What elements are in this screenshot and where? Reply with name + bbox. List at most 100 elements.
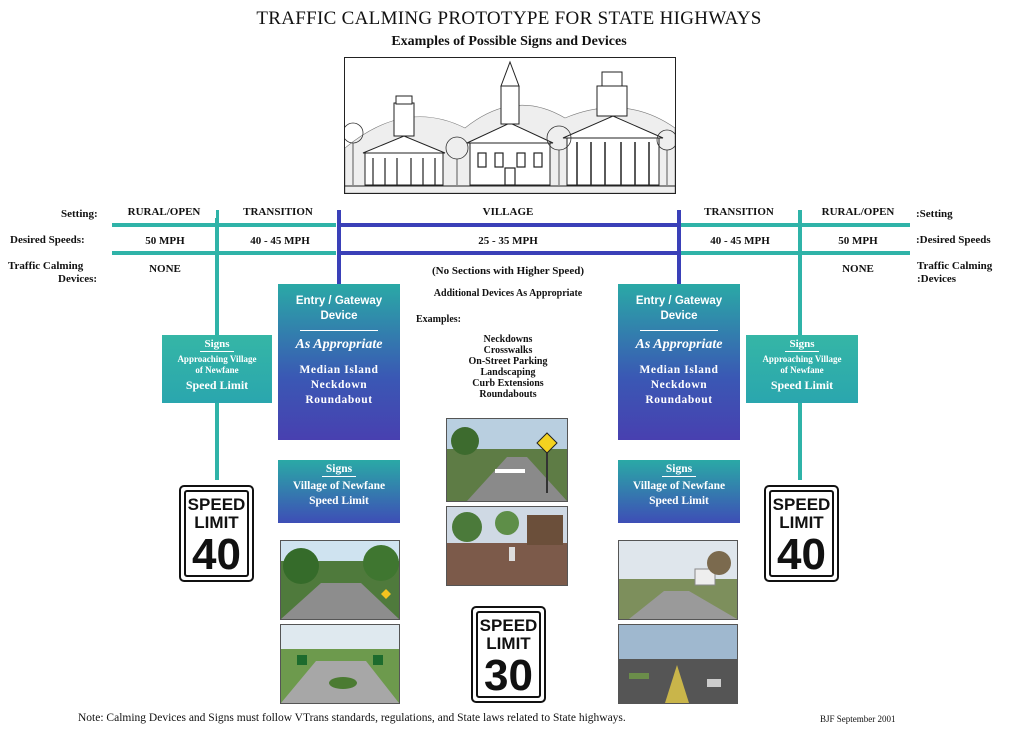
gateway-title-1: Entry / Gateway [635,295,723,307]
zone-rural-left-setting: RURAL/OPEN [112,206,216,218]
approach-signs-title: Signs [204,338,230,350]
row-label-calming-right-2: :Devices [917,273,957,285]
setting-line-right [681,223,910,227]
speed-sign-word-1: SPEED [772,495,831,514]
approach-signs-box-right: Signs Approaching Village of Newfane Spe… [746,335,858,403]
gateway-as-appropriate: As Appropriate [295,337,383,352]
speed-line-left [112,251,336,255]
approach-signs-line-1: Approaching Village [177,354,257,364]
row-label-speeds-left: Desired Speeds: [10,234,85,246]
speed-sign-word-1: SPEED [479,616,538,635]
row-label-calming-left-1: Traffic Calming [8,260,84,272]
boundary-line-left-inner [337,210,341,285]
list-item: Curb Extensions [472,378,544,389]
list-item: Crosswalks [483,345,533,356]
divider [200,351,234,352]
photo-gateway-road [280,540,400,620]
divider [662,476,696,477]
village-signs-title: Signs [665,463,693,475]
zone-transition-right-setting: TRANSITION [684,206,794,218]
village-additional-devices: Additional Devices As Appropriate [433,288,583,299]
gateway-device-3: Roundabout [305,394,373,406]
gateway-box-left: Entry / Gateway Device As Appropriate Me… [278,284,400,440]
list-item: Landscaping [480,367,536,378]
footer-note: Note: Calming Devices and Signs must fol… [78,712,626,724]
photo-village-street [446,506,568,586]
setting-line-village [340,223,677,227]
zone-transition-left-speed: 40 - 45 MPH [232,235,328,247]
zone-rural-left-devices: NONE [149,263,181,275]
boundary-line-right-inner [677,210,681,285]
approach-signs-title: Signs [789,338,815,350]
list-item: Roundabouts [479,389,537,400]
speed-limit-sign-left: SPEED LIMIT 40 [179,485,254,582]
photo-roundabout [618,624,738,704]
village-examples-list: Neckdowns Crosswalks On-Street Parking L… [440,334,576,400]
list-item: Neckdowns [483,334,533,345]
gateway-device-1: Median Island [299,364,379,376]
speed-sign-value: 30 [484,651,533,700]
photo-median-island [280,624,400,704]
speed-sign-word-2: LIMIT [486,634,531,653]
zone-transition-left-setting: TRANSITION [222,206,334,218]
village-no-higher-speed: (No Sections with Higher Speed) [432,265,584,277]
village-signs-box-left: Signs Village of Newfane Speed Limit [278,460,400,523]
village-sketch [345,60,675,193]
approach-signs-line-2: of Newfane [195,365,239,375]
gateway-as-appropriate: As Appropriate [635,337,723,352]
row-label-calming-right-1: Traffic Calming [917,260,993,272]
divider [640,330,718,331]
divider [785,351,819,352]
gateway-title-2: Device [320,310,358,322]
zone-rural-right-devices: NONE [842,263,874,275]
village-illustration [344,57,676,194]
zone-transition-right-speed: 40 - 45 MPH [692,235,788,247]
speed-sign-word-2: LIMIT [194,513,239,532]
list-item: On-Street Parking [468,356,548,367]
village-signs-line-2: Speed Limit [649,495,709,507]
village-signs-box-right: Signs Village of Newfane Speed Limit [618,460,740,523]
approach-signs-line-1: Approaching Village [762,354,842,364]
zone-rural-left-speed: 50 MPH [120,235,210,247]
photo-crosswalk-sign [446,418,568,502]
page-title: TRAFFIC CALMING PROTOTYPE FOR STATE HIGH… [256,8,762,29]
setting-line-left [112,223,336,227]
approach-signs-box-left: Signs Approaching Village of Newfane Spe… [162,335,272,403]
divider [322,476,356,477]
row-label-calming-left-2: Devices: [58,273,98,285]
village-signs-line-1: Village of Newfane [292,480,386,492]
gateway-device-2: Neckdown [310,379,368,391]
page-subtitle: Examples of Possible Signs and Devices [391,34,627,49]
speed-line-right [681,251,910,255]
divider [300,330,378,331]
photo-village-approach [618,540,738,620]
zone-village-setting: VILLAGE [460,206,556,218]
speed-line-village [340,251,677,255]
approach-signs-line-3: Speed Limit [770,378,834,392]
zone-village-speed: 25 - 35 MPH [460,235,556,247]
gateway-title-1: Entry / Gateway [295,295,383,307]
village-signs-line-1: Village of Newfane [632,480,726,492]
zone-rural-right-speed: 50 MPH [812,235,904,247]
row-label-speeds-right: :Desired Speeds [916,234,991,246]
footer-credit: BJF September 2001 [820,714,896,724]
gateway-device-2: Neckdown [650,379,708,391]
speed-sign-value: 40 [192,530,241,579]
village-examples-label: Examples: [416,314,461,325]
row-label-setting-right: :Setting [916,208,953,220]
zone-rural-right-setting: RURAL/OPEN [804,206,912,218]
approach-signs-line-3: Speed Limit [185,378,249,392]
speed-limit-sign-center: SPEED LIMIT 30 [471,606,546,703]
speed-sign-word-2: LIMIT [779,513,824,532]
gateway-title-2: Device [660,310,698,322]
speed-limit-sign-right: SPEED LIMIT 40 [764,485,839,582]
gateway-device-1: Median Island [639,364,719,376]
speed-sign-value: 40 [777,530,826,579]
village-signs-line-2: Speed Limit [309,495,369,507]
gateway-device-3: Roundabout [645,394,713,406]
speed-sign-word-1: SPEED [187,495,246,514]
gateway-box-right: Entry / Gateway Device As Appropriate Me… [618,284,740,440]
row-label-setting-left: Setting: [61,208,98,220]
approach-signs-line-2: of Newfane [780,365,824,375]
village-signs-title: Signs [325,463,353,475]
